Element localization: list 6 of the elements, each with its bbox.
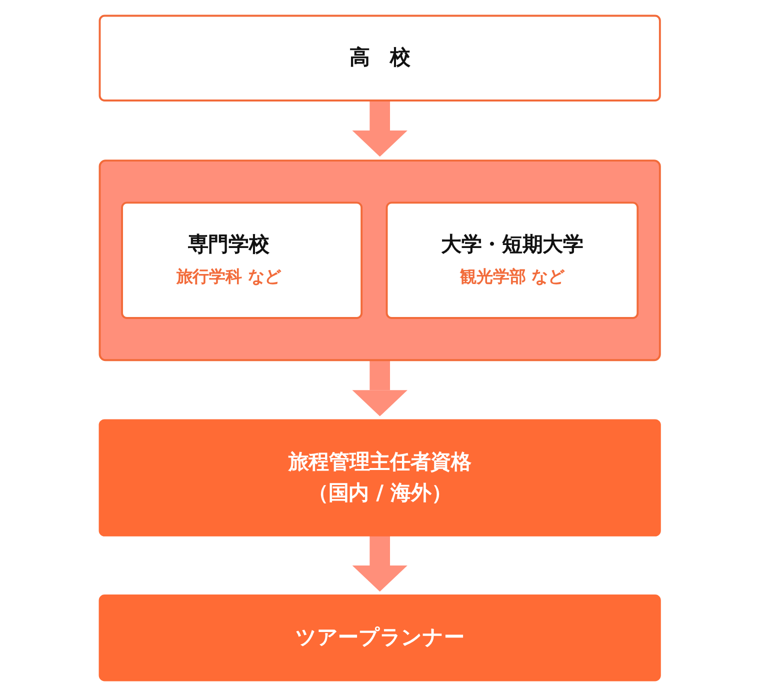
- node-box: 専門学校 旅行学科 など: [121, 202, 363, 319]
- node-box: 大学・短期大学 観光学部 など: [386, 202, 639, 319]
- node-box: 旅程管理主任者資格（国内 / 海外）: [98, 419, 662, 536]
- cluster: [98, 160, 662, 362]
- node-box: 高 校: [98, 14, 662, 102]
- node-box: ツアープランナー: [98, 594, 662, 682]
